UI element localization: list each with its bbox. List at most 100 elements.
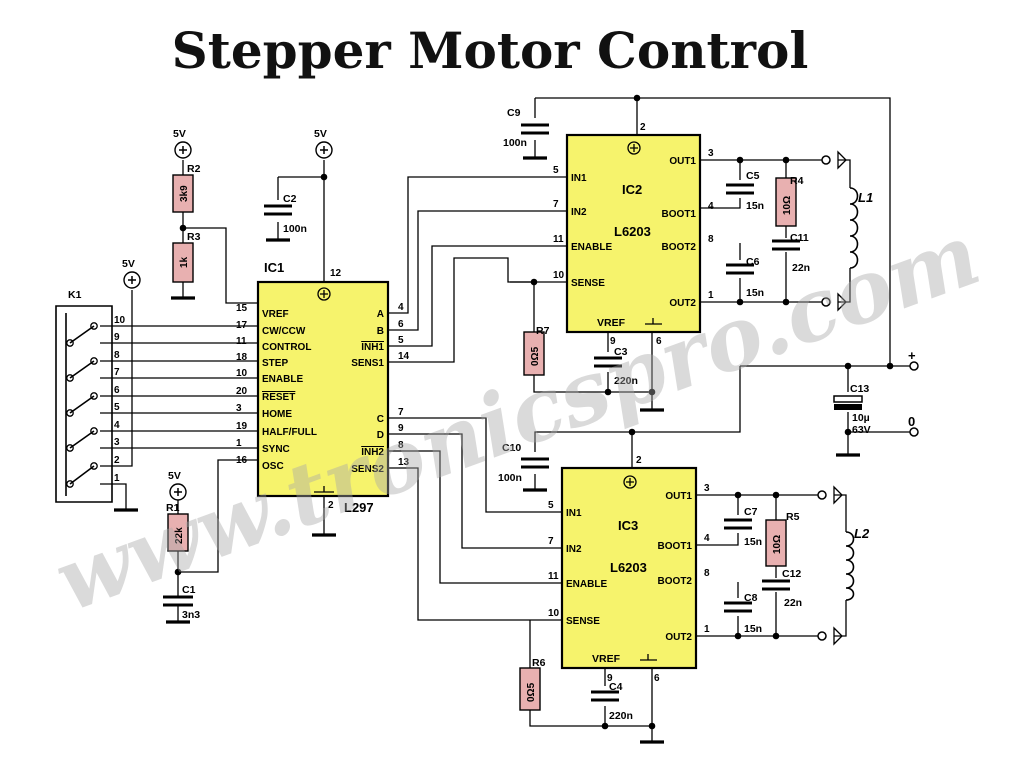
ic3-pin-label: BOOT1 [658,541,693,552]
ic1-pin-top: 12 [330,268,342,279]
ic2-pin-num: 8 [708,234,714,245]
ic1-pin-label: OSC [262,461,284,472]
ic1-pin-label: VREF [262,309,289,320]
junction-dot [736,298,744,306]
junction-dot [772,491,780,499]
ic1-pin-label: SENS1 [351,358,384,369]
junction-dot [530,278,538,286]
ic2-pin-label: SENSE [571,278,605,289]
pin-labels: 15VREF17CW/CCW11CONTROL18STEP10ENABLE20R… [66,148,714,643]
capacitor-c13: C13 10µ 63V [833,383,871,436]
k1-pin-num: 1 [114,473,120,484]
c1-value: 3n3 [182,609,200,621]
ic2-pin-9: 9 [610,336,616,347]
c4-value: 220n [609,710,633,722]
ic1-part: L297 [344,500,374,515]
r2-value: 3k9 [179,185,190,202]
ic3-pin-label: IN2 [566,544,582,555]
c11-label: C11 [790,232,809,244]
junction-dot [628,428,636,436]
ic3-pin-num: 3 [704,483,710,494]
ic3-l6203: IC3 L6203 VREF 2 9 6 [560,455,698,684]
l2-label: L2 [854,526,870,541]
supply-5v: 5V [314,128,333,159]
ic1-pin-num: 6 [398,319,404,330]
r4-label: R4 [790,175,804,187]
ic2-pin-num: 1 [708,290,714,301]
ic1-l297: IC1 L297 12 2 [256,260,390,515]
page-title: Stepper Motor Control [172,21,809,80]
r4-value: 10Ω [782,196,793,215]
k1-jumper [69,395,95,414]
c1-label: C1 [182,584,196,596]
capacitor-c6: C6 15n [726,256,764,299]
c13-label: C13 [850,383,869,395]
junction-dot [604,388,612,396]
ic1-pin-label: D [377,430,384,441]
junction-dot [782,156,790,164]
ic1-pin-label: INH2 [361,447,384,458]
junction-dot [648,722,656,730]
ic3-pin-num: 7 [548,536,554,547]
ic2-pin-label: OUT2 [669,298,696,309]
ic2-pin-label: ENABLE [571,242,612,253]
c10-label: C10 [502,442,521,454]
r2-label: R2 [187,163,201,175]
c9-value: 100n [503,137,527,149]
inductors: L1 L2 [845,187,873,601]
c8-label: C8 [744,592,758,604]
k1-pin-num: 8 [114,350,120,361]
ic2-pin-label: BOOT1 [662,209,697,220]
resistor-r5: R5 10Ω [765,511,800,567]
ic1-pin-label: STEP [262,358,288,369]
r1-value: 22k [174,527,185,544]
junction-dot [844,428,852,436]
ic3-vref: VREF [592,653,621,665]
ic3-pin-label: BOOT2 [658,576,693,587]
capacitor-c2: C2 100n [264,193,307,235]
capacitor-c1: C1 3n3 [163,584,200,622]
c7-label: C7 [744,506,758,518]
ic2-label: IC2 [622,182,642,197]
ic3-pin-9: 9 [607,673,613,684]
supply-label: 5V [168,470,181,482]
ic1-pin-label: HALF/FULL [262,427,317,438]
ic3-pin-label: OUT2 [665,632,692,643]
junction-dot [772,632,780,640]
k1-jumper [69,360,95,379]
ic1-pin-num: 13 [398,457,410,468]
c10-value: 100n [498,472,522,484]
r7-label: R7 [536,325,550,337]
ic1-pin-label: C [377,414,384,425]
r6-value: 0Ω5 [526,682,537,702]
ic1-pin-num: 7 [398,407,404,418]
capacitor-c9: C9 100n [503,107,549,149]
c4-label: C4 [609,681,623,693]
supply-label: 5V [173,128,186,140]
ic2-pin-label: BOOT2 [662,242,697,253]
ic1-pin-num: 5 [398,335,404,346]
k1-pin-num: 4 [114,420,120,431]
ic3-pin-num: 11 [548,571,559,582]
supply-5v: 5V [122,258,141,289]
c6-value: 15n [746,287,764,299]
k1-pin-num: 9 [114,332,120,343]
ic3-pin-num: 5 [548,500,554,511]
junction-dot [179,224,187,232]
ic1-pin-num: 16 [236,455,248,466]
r6-label: R6 [532,657,546,669]
ic2-pin-label: IN1 [571,173,587,184]
resistors: R2 3k9 R3 1k R1 22k R7 0Ω5 R6 0Ω5 R4 10Ω [166,163,804,711]
ic2-pin-num: 4 [708,201,714,212]
c5-value: 15n [746,200,764,212]
c3-value: 220n [614,375,638,387]
ic3-pin-label: ENABLE [566,579,607,590]
ic1-pin-bottom: 2 [328,500,334,511]
ic1-pin-label: INH1 [361,342,384,353]
capacitor-c8: C8 15n [724,592,762,635]
ic1-pin-label: ENABLE [262,374,303,385]
c2-label: C2 [283,193,297,205]
connector-k1: K1 [68,289,82,301]
capacitor-c5: C5 15n [726,170,764,212]
